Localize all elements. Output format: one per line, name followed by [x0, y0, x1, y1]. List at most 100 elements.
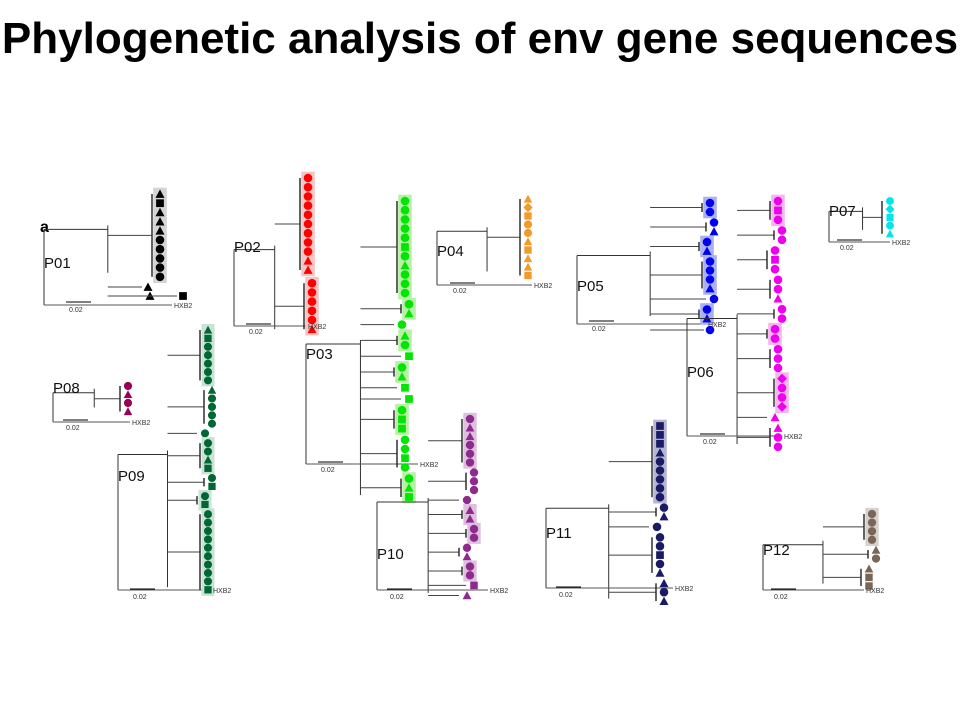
sequence-circle-marker: [123, 381, 133, 391]
sequence-circle-marker: [155, 272, 165, 282]
clade: [487, 194, 533, 280]
clade: [167, 437, 215, 475]
clade: [360, 352, 413, 361]
panel-label-p12: P12: [763, 542, 790, 559]
sequence-circle-marker: [773, 354, 783, 363]
clade-highlight: [865, 507, 879, 546]
clade: [428, 543, 472, 561]
sequence-circle-marker: [655, 457, 665, 466]
sequence-square-marker: [865, 573, 873, 582]
sequence-circle-marker: [303, 219, 313, 229]
clade: [360, 435, 410, 472]
tree-branches: [762, 540, 824, 590]
clade: [737, 246, 780, 274]
sequence-circle-marker: [400, 270, 410, 279]
clade: [167, 508, 215, 596]
sequence-circle-marker: [203, 376, 213, 385]
sequence-circle-marker: [655, 533, 665, 542]
sequence-circle-marker: [469, 468, 479, 477]
scale-label: 0.02: [840, 245, 854, 252]
sequence-circle-marker: [655, 559, 665, 569]
sequence-circle-marker: [207, 411, 217, 420]
sequence-circle-marker: [705, 207, 715, 217]
sequence-triangle-marker: [143, 282, 153, 291]
panel-label-p08: P08: [53, 380, 80, 397]
sequence-circle-marker: [655, 484, 665, 493]
reference-label: HXB2: [174, 303, 192, 310]
clade: [360, 297, 416, 320]
scale-label: 0.02: [66, 425, 80, 432]
sequence-circle-marker: [773, 344, 783, 354]
panel-label-p02: P02: [234, 239, 261, 256]
sequence-square-marker: [524, 271, 532, 280]
sequence-circle-marker: [400, 215, 410, 224]
scale-label: 0.02: [559, 592, 573, 599]
sequence-circle-marker: [400, 205, 410, 215]
sequence-circle-marker: [203, 359, 213, 368]
sequence-circle-marker: [207, 419, 217, 428]
sequence-circle-marker: [867, 527, 877, 536]
clade: [274, 171, 315, 277]
clade: [428, 504, 477, 526]
scale-label: 0.02: [249, 329, 263, 336]
sequence-diamond-marker: [777, 401, 787, 412]
sequence-circle-marker: [469, 485, 479, 495]
clade: [360, 395, 413, 403]
sequence-circle-marker: [773, 275, 783, 285]
panel-label-p07: P07: [829, 203, 856, 220]
sequence-triangle-marker: [397, 372, 407, 381]
clade: [737, 423, 783, 452]
clade: [737, 275, 783, 303]
sequence-triangle-marker: [465, 505, 475, 514]
sequence-triangle-marker: [659, 596, 669, 605]
clade: [360, 403, 409, 435]
sequence-triangle-marker: [659, 578, 669, 588]
panel-label-p11: P11: [546, 525, 572, 542]
sequence-circle-marker: [777, 393, 787, 402]
clade: [650, 255, 717, 295]
sequence-circle-marker: [702, 237, 712, 247]
tree-branches: [686, 314, 738, 444]
clade: [94, 381, 133, 416]
sequence-square-marker: [656, 422, 664, 430]
sequence-circle-marker: [523, 228, 533, 238]
sequence-circle-marker: [462, 495, 472, 505]
tree-branches: [233, 245, 276, 330]
sequence-circle-marker: [303, 228, 313, 238]
sequence-square-marker: [470, 581, 478, 590]
reference-label: HXB2: [213, 588, 231, 595]
sequence-circle-marker: [705, 198, 715, 208]
sequence-circle-marker: [465, 571, 475, 580]
panel-label-p04: P04: [437, 243, 464, 260]
sequence-triangle-marker: [303, 265, 313, 274]
sequence-circle-marker: [777, 314, 787, 323]
sequence-circle-marker: [203, 543, 213, 552]
sequence-square-marker: [401, 243, 409, 251]
clade: [360, 472, 416, 504]
sequence-circle-marker: [307, 306, 317, 316]
sequence-square-marker: [656, 439, 664, 448]
sequence-circle-marker: [203, 577, 213, 586]
sequence-square-marker: [405, 493, 413, 501]
sequence-triangle-marker: [659, 512, 669, 521]
clade: [428, 412, 477, 469]
sequence-circle-marker: [400, 288, 410, 298]
sequence-circle-marker: [773, 433, 783, 442]
tree-branches: [576, 251, 651, 324]
tree-panels: P01HXB20.02P02HXB20.02P03HXB20.02P04HXB2…: [43, 171, 910, 605]
sequence-triangle-marker: [465, 432, 475, 441]
clade: [428, 522, 481, 544]
sequence-square-marker: [656, 431, 664, 439]
sequence-diamond-marker: [885, 204, 895, 214]
reference-label: HXB2: [534, 283, 552, 290]
tree-branches: [436, 227, 488, 285]
sequence-circle-marker: [207, 394, 217, 403]
sequence-circle-marker: [705, 257, 715, 266]
clade: [650, 294, 719, 304]
sequence-square-marker: [204, 464, 212, 472]
clade: [167, 385, 217, 428]
